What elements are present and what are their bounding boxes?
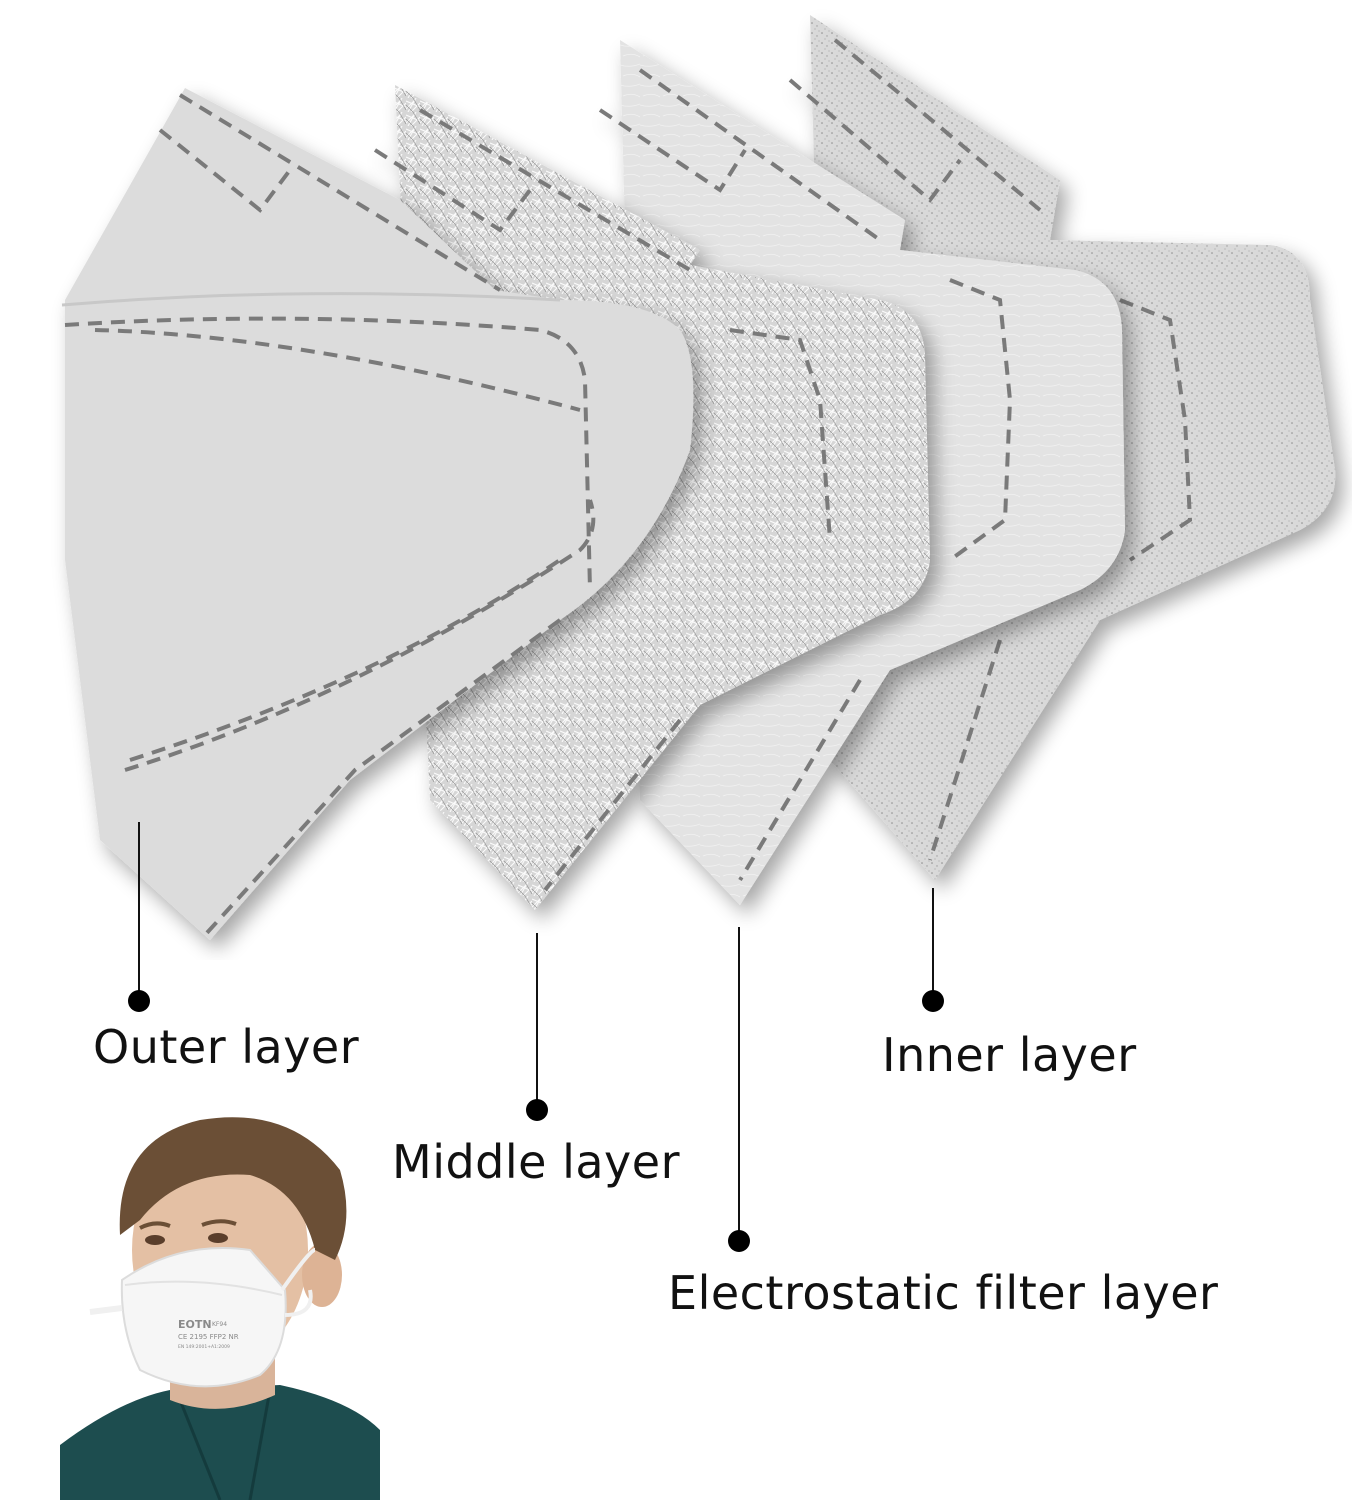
middle-layer-leader-line [536, 933, 538, 1108]
inner-layer-marker-dot [922, 990, 944, 1012]
outer-layer-panel [61, 88, 694, 940]
outer-layer-label: Outer layer [93, 1020, 360, 1074]
svg-text:CE 2195 FFP2 NR: CE 2195 FFP2 NR [178, 1333, 239, 1341]
hair [119, 1117, 347, 1260]
inner-layer-label: Inner layer [882, 1028, 1137, 1082]
electrostatic-layer-marker-dot [728, 1230, 750, 1252]
middle-layer-label: Middle layer [392, 1135, 680, 1189]
electrostatic-filter-layer-label: Electrostatic filter layer [668, 1266, 1219, 1320]
svg-text:EOTN: EOTN [178, 1318, 212, 1331]
svg-text:KF94: KF94 [212, 1321, 227, 1328]
electrostatic-layer-leader-line [738, 927, 740, 1242]
mask-layers-illustration [61, 15, 1336, 940]
svg-text:EN 149:2001+A1:2009: EN 149:2001+A1:2009 [178, 1344, 230, 1350]
model-wearing-mask-photo: EOTN KF94 CE 2195 FFP2 NR EN 149:2001+A1… [60, 1100, 380, 1500]
outer-layer-marker-dot [128, 990, 150, 1012]
middle-layer-marker-dot [526, 1099, 548, 1121]
jacket [60, 1385, 380, 1500]
outer-layer-leader-line [138, 822, 140, 1000]
mask-on-face: EOTN KF94 CE 2195 FFP2 NR EN 149:2001+A1… [89, 1247, 316, 1388]
inner-layer-leader-line [932, 888, 934, 998]
